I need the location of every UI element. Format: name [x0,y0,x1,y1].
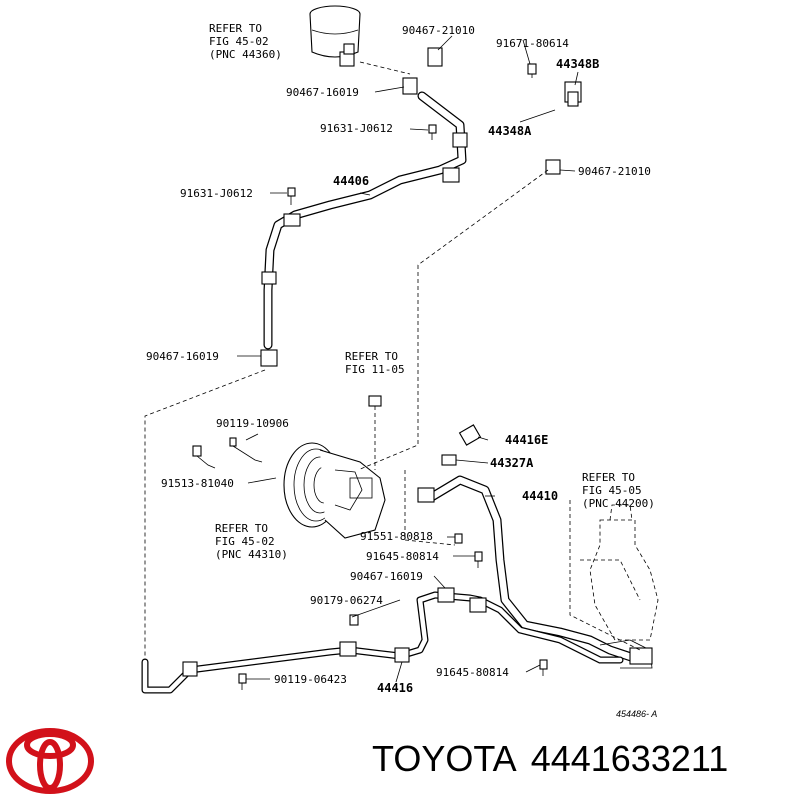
label-refer-top-line1: REFER TO [209,22,262,35]
bolt-91631-a [428,124,437,140]
label-91671-80614: 91671-80614 [496,37,569,50]
label-refer-pump-line1: REFER TO [215,522,268,535]
label-refer-right: REFER TO FIG 45-05 (PNC 44200) [582,471,655,510]
label-90119-06423: 90119-06423 [274,673,347,686]
label-91631-j0612-a: 91631-J0612 [320,122,393,135]
label-refer-top-line2: FIG 45-02 [209,35,269,48]
part-number: 4441633211 [530,738,729,779]
brand-name: TOYOTA [372,738,517,779]
return-line-44416 [141,587,624,694]
label-44410: 44410 [522,489,558,503]
bolt-90119-06423 [238,673,247,690]
power-steering-pump [283,442,386,539]
reference-lines [144,61,549,660]
reservoir-tank [309,5,361,67]
label-44406: 44406 [333,174,369,188]
label-90467-16019-b: 90467-16019 [146,350,219,363]
brand-caption: TOYOTA 4441633211 [372,738,742,780]
label-refer-right-line3: (PNC 44200) [582,497,655,510]
bolt-91671 [527,63,537,78]
label-44348a: 44348A [488,124,532,138]
label-refer-top: REFER TO FIG 45-02 (PNC 44360) [209,22,282,61]
label-90179-06274: 90179-06274 [310,594,383,607]
label-refer-mid-line2: FIG 11-05 [345,363,405,376]
label-refer-pump-line2: FIG 45-02 [215,535,275,548]
label-refer-pump: REFER TO FIG 45-02 (PNC 44310) [215,522,288,561]
bolt-90119-10906 [229,437,263,463]
label-91551-80818: 91551-80818 [360,530,433,543]
label-44416e: 44416E [505,433,548,447]
label-91631-j0612-b: 91631-J0612 [180,187,253,200]
pressure-hose-44410 [417,424,653,669]
label-refer-right-line1: REFER TO [582,471,635,484]
label-90119-10906: 90119-10906 [216,417,289,430]
label-44348b: 44348B [556,57,599,71]
toyota-logo [6,728,94,794]
label-90467-21010-b: 90467-21010 [578,165,651,178]
label-90467-16019-a: 90467-16019 [286,86,359,99]
supply-hose-44406 [260,47,468,367]
bolt-91551 [454,533,463,544]
label-91513-81040: 91513-81040 [161,477,234,490]
return-hose-44348a [451,65,582,175]
label-refer-top-line3: (PNC 44360) [209,48,282,61]
label-91645-80814-a: 91645-80814 [366,550,439,563]
steering-gear-outline [569,500,659,651]
bolt-91513 [192,445,216,469]
label-44327a: 44327A [490,456,534,470]
bolt-91645-a [474,551,483,568]
clip-fig-11-05 [368,395,382,407]
label-refer-pump-line3: (PNC 44310) [215,548,288,561]
label-90467-21010-a: 90467-21010 [402,24,475,37]
bolt-91631-b [287,187,296,205]
leader-lines [237,35,579,683]
label-44416: 44416 [377,681,413,695]
label-90467-16019-c: 90467-16019 [350,570,423,583]
label-91645-80814-b: 91645-80814 [436,666,509,679]
bolt-91645-b [539,659,548,676]
label-refer-mid-line1: REFER TO [345,350,398,363]
drawing-id: 454486- A [616,709,657,719]
label-refer-right-line2: FIG 45-05 [582,484,642,497]
label-refer-mid: REFER TO FIG 11-05 [345,350,405,376]
